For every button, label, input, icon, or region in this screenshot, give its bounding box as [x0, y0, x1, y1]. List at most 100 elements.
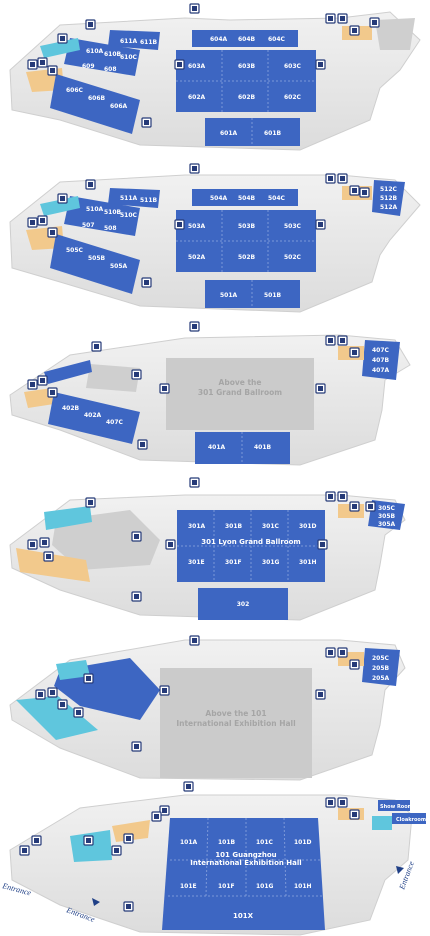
room-label: 302: [237, 601, 250, 608]
room-label: 101E: [180, 883, 197, 890]
facility-icon-glyph: [134, 744, 139, 749]
room-group-501[interactable]: 501A 501B: [205, 280, 300, 308]
room-group-604[interactable]: 604A 604B 604C: [192, 30, 298, 47]
room-512[interactable]: [372, 180, 405, 216]
room-label: 407B: [372, 357, 390, 364]
facility-icon-glyph: [340, 800, 345, 805]
room-label: 301D: [299, 523, 317, 530]
room-511[interactable]: [108, 188, 160, 208]
room-label: 603C: [284, 63, 302, 70]
room-label: 505A: [110, 263, 128, 270]
room-510[interactable]: [64, 196, 140, 236]
room-label: 602B: [238, 94, 256, 101]
facility-icon-glyph: [42, 540, 47, 545]
show-room[interactable]: [378, 800, 410, 811]
room-label: 504C: [268, 195, 286, 202]
room-group-504[interactable]: 504A 504B 504C: [192, 189, 298, 206]
room-305[interactable]: [368, 500, 405, 530]
room-label: 101D: [294, 839, 312, 846]
room-upper[interactable]: [44, 360, 92, 384]
room-label: 512B: [380, 195, 398, 202]
room-label: 501B: [264, 292, 282, 299]
room-group-503-502[interactable]: 503A 503B 503C 502A 502B 502C: [176, 210, 316, 272]
room-label: 610B: [104, 51, 122, 58]
room-label: 604B: [238, 36, 256, 43]
cloakroom[interactable]: [392, 813, 426, 824]
room-402[interactable]: [48, 392, 140, 444]
facility-icon-glyph: [318, 222, 323, 227]
facility-icon-glyph: [60, 196, 65, 201]
room-205[interactable]: [362, 648, 400, 686]
room-label: 305B: [378, 513, 396, 520]
room-label: 205B: [372, 665, 390, 672]
facility-icon-glyph: [30, 62, 35, 67]
room-label: 507: [82, 222, 95, 229]
facility-icon-glyph: [30, 542, 35, 547]
room-label: 305C: [378, 505, 396, 512]
facility-icon-glyph: [134, 594, 139, 599]
room-505[interactable]: [50, 234, 140, 294]
service-area: [24, 388, 54, 408]
room-label: 503B: [238, 223, 256, 230]
facility-icon-glyph: [140, 442, 145, 447]
floor-6: 604A 604B 604C 603A 603B 603C 602A 602B …: [9, 11, 421, 151]
room-label: 505C: [66, 247, 84, 254]
facility-icon-glyph: [126, 836, 131, 841]
facility-icon-glyph: [162, 808, 167, 813]
room-label: 512A: [380, 204, 398, 211]
room-407[interactable]: [362, 340, 400, 380]
facility-icon-glyph: [168, 542, 173, 547]
room-label: 504A: [210, 195, 228, 202]
facility-icon-glyph: [340, 338, 345, 343]
room-label: 101A: [180, 839, 198, 846]
room-group-601[interactable]: 601A 601B: [205, 118, 300, 146]
grey-block: [86, 364, 140, 392]
room-label: 301H: [299, 559, 317, 566]
facility-icon-glyph: [38, 692, 43, 697]
room-label: 301E: [188, 559, 205, 566]
vip-room: [44, 506, 92, 530]
room-group-401[interactable]: 401A 401B: [195, 432, 290, 464]
room-302[interactable]: [198, 588, 288, 620]
room-group-301[interactable]: 301A 301B 301C 301D 301 Lyon Grand Ballr…: [177, 510, 325, 582]
facility-icon-glyph: [86, 676, 91, 681]
exhibition-overlay: [160, 668, 312, 778]
facility-icon-glyph: [34, 838, 39, 843]
facility-icon-glyph: [318, 386, 323, 391]
facility-icon-glyph: [126, 904, 131, 909]
facility-icons: [19, 3, 380, 912]
facility-icon-glyph: [88, 22, 93, 27]
show-room-label: Show Room: [380, 804, 413, 810]
facility-icon-glyph: [328, 16, 333, 21]
room-label: 301F: [225, 559, 242, 566]
facility-icon-glyph: [46, 554, 51, 559]
room-label: 510C: [120, 212, 138, 219]
room-label: 610A: [86, 48, 104, 55]
room-606[interactable]: [50, 74, 140, 134]
facility-icon-glyph: [192, 6, 197, 11]
facility-icon-glyph: [144, 120, 149, 125]
room-610[interactable]: [64, 38, 140, 76]
room-611[interactable]: [108, 30, 160, 50]
facility-icon-glyph: [186, 784, 191, 789]
vip-room: [372, 816, 392, 830]
facility-icon-glyph: [30, 220, 35, 225]
facility-icon-glyph: [154, 814, 159, 819]
room-label: 402B: [62, 405, 80, 412]
room-label: 205A: [372, 675, 390, 682]
facility-icon-glyph: [328, 338, 333, 343]
room-label: 101X: [233, 912, 254, 920]
facility-icon-glyph: [40, 60, 45, 65]
room-label: 611B: [140, 39, 158, 46]
facility-icon-glyph: [22, 848, 27, 853]
facility-icon-glyph: [318, 62, 323, 67]
room-label: 101C: [256, 839, 274, 846]
room-group-603-602[interactable]: 603A 603B 603C 602A 602B 602C: [176, 50, 316, 112]
facility-icon-glyph: [134, 534, 139, 539]
facility-icon-glyph: [114, 848, 119, 853]
